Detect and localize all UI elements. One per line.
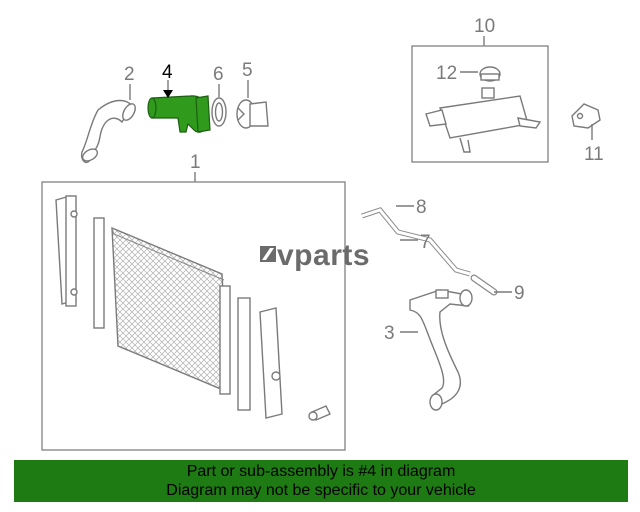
callout-8[interactable]: 8 [416,197,427,218]
callout-9[interactable]: 9 [514,283,525,304]
footer-banner: Part or sub-assembly is #4 in diagram Di… [14,460,628,502]
callout-1[interactable]: 1 [190,152,201,173]
callout-2[interactable]: 2 [124,64,135,85]
part-10-reservoir[interactable] [425,87,542,153]
part-2-upper-hose[interactable] [80,99,138,164]
callout-4[interactable]: 4 [162,62,173,83]
callout-12[interactable]: 12 [436,63,457,84]
part-9-short-hose[interactable] [470,274,498,296]
watermark-logo: vparts [260,239,370,272]
part-12-reservoir-cap[interactable] [479,66,501,82]
radiator-assembly-box [41,181,346,451]
callout-3[interactable]: 3 [384,323,395,344]
callout-5[interactable]: 5 [242,60,253,81]
callout-11[interactable]: 11 [584,144,604,165]
part-6-gasket[interactable] [211,97,227,127]
footer-line-2: Diagram may not be specific to your vehi… [166,482,476,499]
part-3-lower-hose[interactable] [409,289,473,411]
callout-7[interactable]: 7 [420,232,431,253]
reservoir-assembly-box [411,45,549,163]
leader-4-arrowhead [163,90,173,98]
part-11-bracket[interactable] [571,103,601,129]
watermark-text: vparts [277,239,370,272]
footer-line-1: Part or sub-assembly is #4 in diagram [186,463,456,480]
part-4-water-outlet[interactable] [147,95,211,133]
part-1-radiator[interactable] [55,195,331,421]
part-8-overflow-hose[interactable] [384,163,399,207]
callout-6[interactable]: 6 [213,64,224,85]
part-7-bypass-pipe[interactable] [361,207,471,277]
part-5-thermostat[interactable] [236,99,269,129]
callout-10[interactable]: 10 [474,16,495,37]
